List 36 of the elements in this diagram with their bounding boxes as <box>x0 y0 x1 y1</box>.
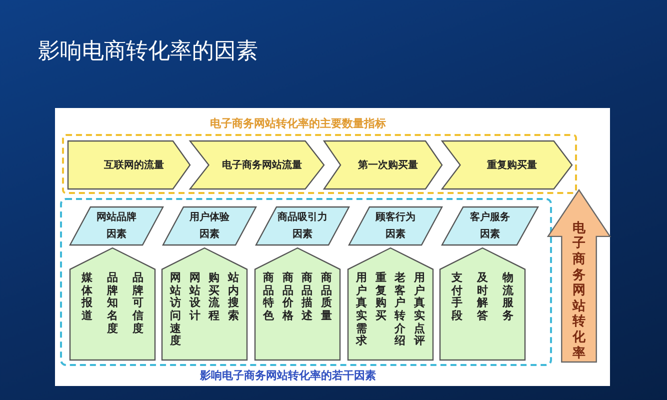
factor-label: 支付手段 <box>451 272 463 323</box>
group-heading: 影响电子商务网站转化率的若干因素 <box>200 368 376 383</box>
factor-label: 品牌知名度 <box>106 272 118 336</box>
factor-box <box>162 248 247 360</box>
factor-box <box>348 248 433 360</box>
factor-label: 商品描述 <box>301 272 313 323</box>
factor-label: 网站访问速度 <box>170 272 182 348</box>
factor-label: 网站设计 <box>189 272 201 323</box>
factor-label: 媒体报道 <box>81 272 93 323</box>
slide-title: 影响电商转化率的因素 <box>38 38 258 66</box>
factor-heading: 网站品牌因素 <box>70 207 163 245</box>
group-heading: 电子商务网站转化率的主要数量指标 <box>210 116 386 131</box>
factor-label: 用户真实需求 <box>356 272 368 348</box>
factor-label: 购买流程 <box>208 272 220 323</box>
factor-heading: 商品吸引力因素 <box>256 207 349 245</box>
chevron-step: 互联网的流量 <box>68 141 190 189</box>
chevron-step: 电子商务网站流量 <box>190 141 324 189</box>
chevron-step: 第一次购买量 <box>324 141 442 189</box>
factor-label: 商品质量 <box>320 272 332 323</box>
factor-box <box>70 248 155 360</box>
factor-label: 及时解答 <box>476 272 488 323</box>
factor-heading: 顾客行为因素 <box>349 207 442 245</box>
factor-label: 重复购买 <box>375 272 387 323</box>
factor-label: 品牌可信度 <box>132 272 144 336</box>
factor-label: 站内搜索 <box>228 272 240 323</box>
factor-box <box>255 248 340 360</box>
factor-label: 商品特色 <box>262 272 274 323</box>
factor-label: 老客户转介绍 <box>394 272 406 348</box>
up-arrow: 电子商务网站转化率 <box>548 190 610 362</box>
factor-heading: 用户体验因素 <box>163 207 256 245</box>
factor-heading: 客户服务因素 <box>442 207 538 245</box>
factor-label: 物流服务 <box>502 272 514 323</box>
factor-box <box>440 248 525 360</box>
factor-label: 商品价格 <box>282 272 294 323</box>
chevron-step: 重复购买量 <box>442 141 572 189</box>
factor-label: 用户真实点评 <box>414 272 426 348</box>
